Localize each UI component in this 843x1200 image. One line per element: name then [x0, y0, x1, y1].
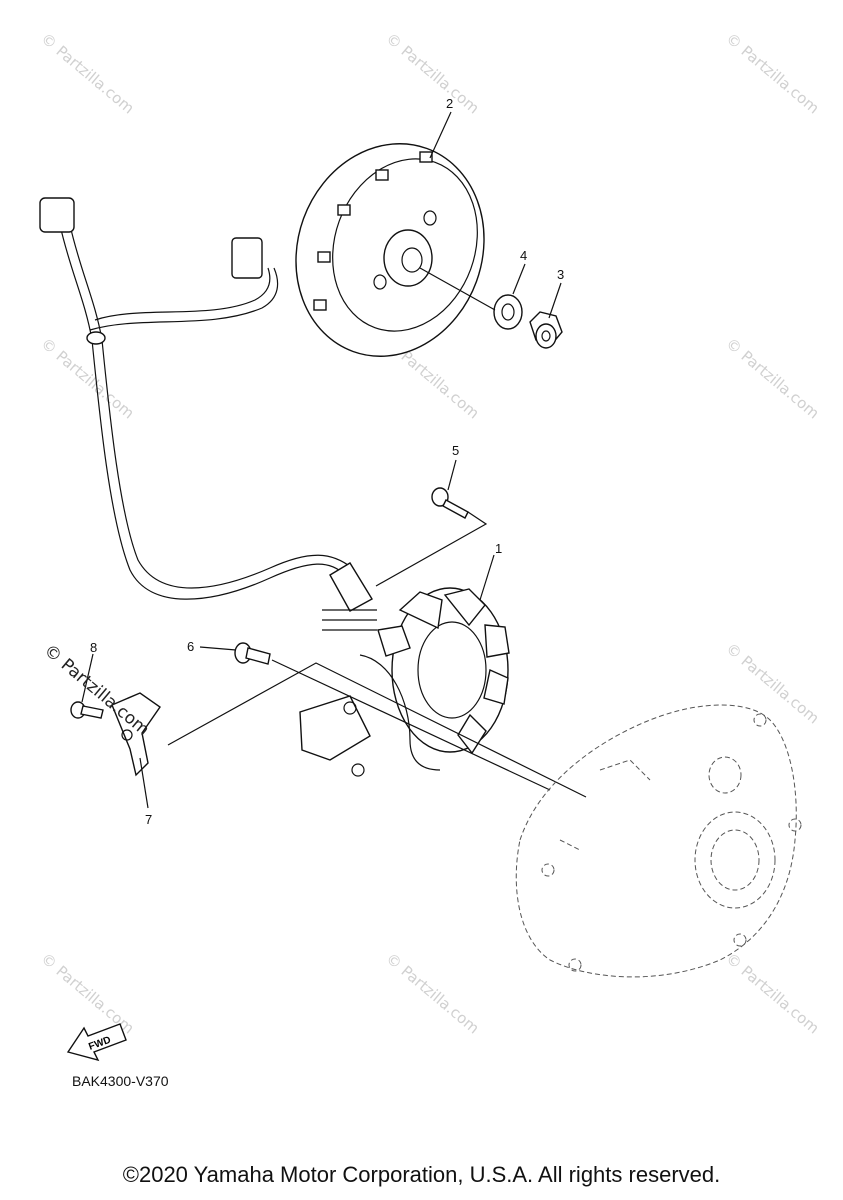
washer	[493, 294, 523, 330]
watermark: © Partzilla.com	[37, 949, 137, 1037]
watermark: © Partzilla.com	[722, 639, 822, 727]
watermark: © Partzilla.com	[382, 29, 482, 117]
watermark: © Partzilla.com	[722, 334, 822, 422]
watermark: © Partzilla.com	[722, 29, 822, 117]
callout-number: 6	[187, 639, 194, 654]
watermark: © Partzilla.com	[40, 641, 153, 741]
watermark: © Partzilla.com	[722, 949, 822, 1037]
flange-nut	[529, 311, 563, 349]
leader-lines	[81, 111, 562, 809]
callout-number: 8	[90, 640, 97, 655]
callout-number: 4	[520, 248, 527, 263]
rotor-flywheel	[295, 143, 485, 357]
watermark: © Partzilla.com	[37, 334, 137, 422]
screw-5	[431, 487, 469, 519]
stator-coil	[299, 587, 510, 777]
crankcase-cover-outline	[515, 704, 802, 978]
screw-8	[70, 701, 104, 719]
watermark: © Partzilla.com	[382, 949, 482, 1037]
watermark: © Partzilla.com	[37, 29, 137, 117]
copyright-notice: ©2020 Yamaha Motor Corporation, U.S.A. A…	[122, 1162, 721, 1187]
wire-harness	[39, 197, 377, 631]
diagram-code: BAK4300-V370	[72, 1073, 169, 1089]
bolt-6	[234, 642, 271, 665]
callout-number: 2	[446, 96, 453, 111]
clamp-7	[111, 692, 161, 777]
fwd-arrow-icon: FWD	[66, 1023, 127, 1062]
callout-number: 3	[557, 267, 564, 282]
callout-number: 5	[452, 443, 459, 458]
callout-number: 7	[145, 812, 152, 827]
callout-number: 1	[495, 541, 502, 556]
